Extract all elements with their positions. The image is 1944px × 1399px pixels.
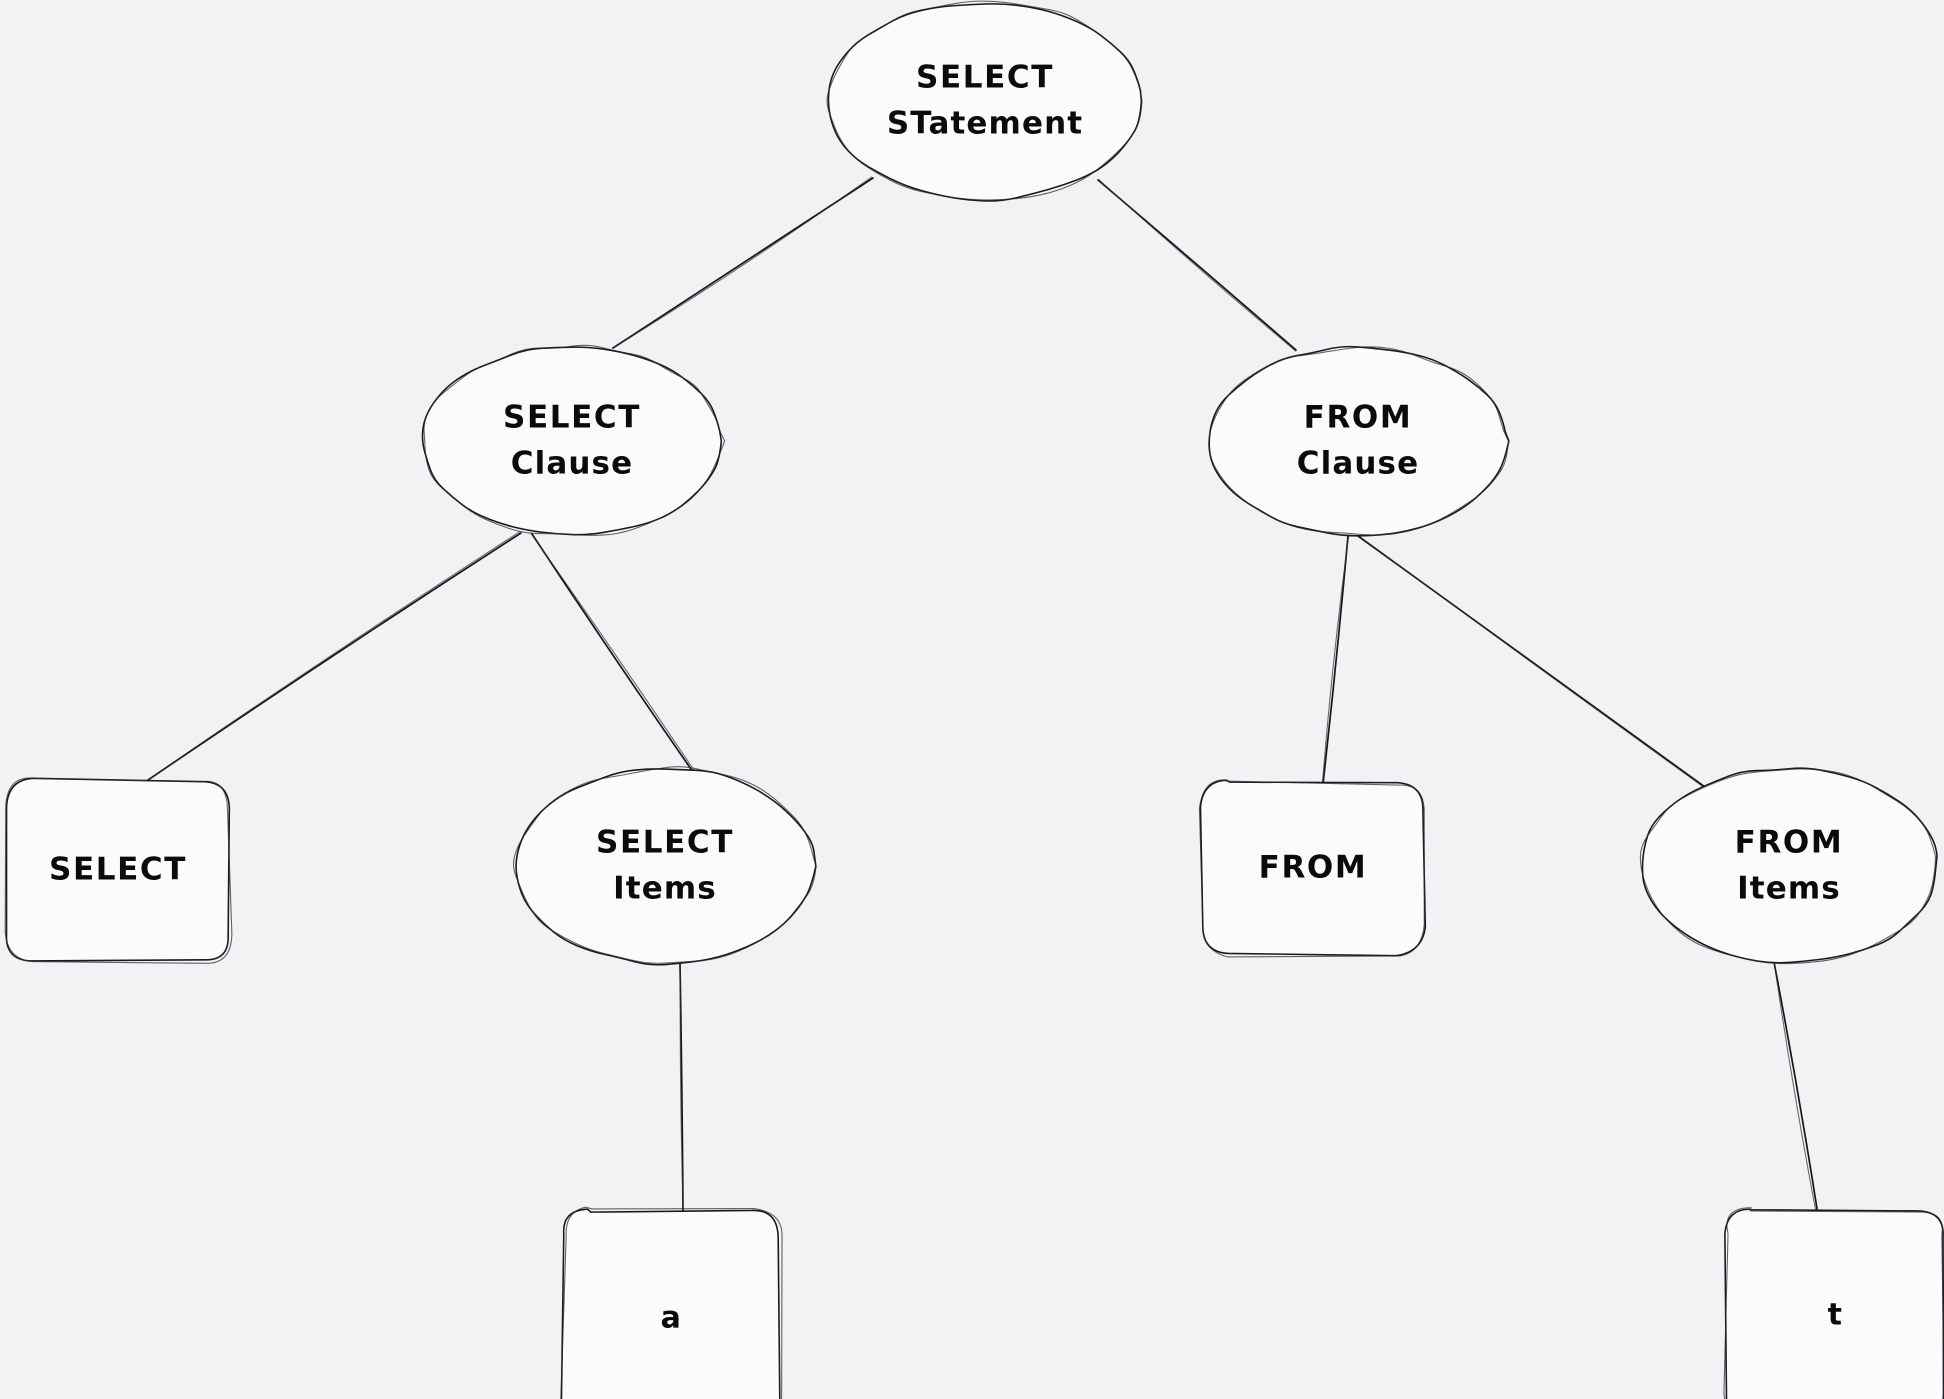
nodes-layer: SELECTSTatementSELECTClauseFROMClauseSEL… (4, 0, 1944, 1399)
edge-root-select-clause-stroke-2 (613, 176, 873, 348)
edge-root-from-clause-stroke-2 (1097, 178, 1297, 352)
node-select-items-shape[interactable] (515, 768, 817, 966)
node-from-items[interactable]: FROM Items (1639, 767, 1938, 965)
node-alias-a-label: a (661, 1301, 682, 1336)
edge-from-items-t-stroke (1773, 961, 1819, 1216)
node-from-terminal-label: FROM (1259, 850, 1368, 886)
node-alias-t[interactable]: t (1723, 1207, 1944, 1399)
node-select-statement-label-line2: STatement (887, 106, 1083, 142)
node-from-terminal-shape-2 (1198, 779, 1425, 958)
node-select-terminal-shape[interactable] (5, 777, 231, 962)
edge-from-clause-items-stroke-2 (1356, 534, 1717, 797)
node-select-items[interactable]: SELECT Items (512, 766, 817, 966)
edge-select-clause-select (147, 531, 522, 781)
node-alias-t-label: t (1828, 1298, 1843, 1333)
node-select-terminal-label: SELECT (49, 852, 187, 888)
node-from-items-shape[interactable] (1641, 767, 1938, 964)
node-select-clause-shape[interactable] (421, 346, 723, 536)
node-select-statement-label-line1: SELECT (916, 60, 1054, 96)
edge-from-items-t (1773, 961, 1819, 1218)
node-select-clause-shape-2 (423, 344, 726, 536)
node-select-items-label-line1: SELECT (596, 825, 734, 861)
node-from-terminal[interactable]: FROM (1198, 779, 1427, 958)
edge-select-clause-select-stroke-2 (148, 531, 521, 780)
node-select-statement-shape-2 (826, 0, 1143, 201)
node-from-items-shape-2 (1639, 768, 1936, 965)
edge-select-items-a (679, 962, 684, 1214)
node-alias-a-shape[interactable] (560, 1208, 781, 1399)
node-select-clause-label-line1: SELECT (503, 400, 641, 436)
edge-root-from-clause (1097, 178, 1297, 352)
node-from-clause-label-line1: FROM (1304, 400, 1413, 436)
node-alias-a[interactable]: a (560, 1206, 783, 1399)
edges-layer (147, 176, 1819, 1218)
node-from-clause-label-line2: Clause (1297, 446, 1419, 482)
node-select-terminal-shape-2 (4, 777, 233, 964)
edge-from-clause-from-stroke-2 (1321, 535, 1350, 784)
edge-root-select-clause (612, 176, 874, 349)
node-from-clause-shape-2 (1208, 346, 1509, 536)
node-from-items-label-line1: FROM (1735, 825, 1844, 861)
edge-select-clause-items-stroke-2 (530, 532, 695, 772)
node-select-clause[interactable]: SELECT Clause (421, 344, 726, 536)
node-select-clause-label-line2: Clause (511, 446, 633, 482)
node-select-terminal[interactable]: SELECT (4, 777, 233, 964)
node-from-terminal-shape[interactable] (1199, 779, 1427, 957)
edge-from-clause-items (1356, 534, 1717, 797)
edge-from-items-t-stroke-2 (1773, 961, 1818, 1218)
node-select-items-shape-2 (512, 766, 817, 964)
edge-select-items-a-stroke-2 (679, 962, 684, 1213)
edge-select-clause-select-stroke (147, 532, 522, 781)
node-select-statement[interactable]: SELECT STatement (826, 0, 1143, 202)
edge-from-clause-from (1321, 535, 1350, 785)
node-alias-t-shape-2 (1723, 1207, 1944, 1399)
node-alias-a-shape-2 (560, 1206, 783, 1399)
node-select-statement-shape[interactable] (827, 3, 1143, 202)
node-select-items-label-line2: Items (613, 871, 717, 907)
node-from-clause[interactable]: FROM Clause (1208, 345, 1510, 537)
edge-select-clause-items (530, 532, 695, 773)
node-from-items-label-line2: Items (1737, 871, 1841, 907)
